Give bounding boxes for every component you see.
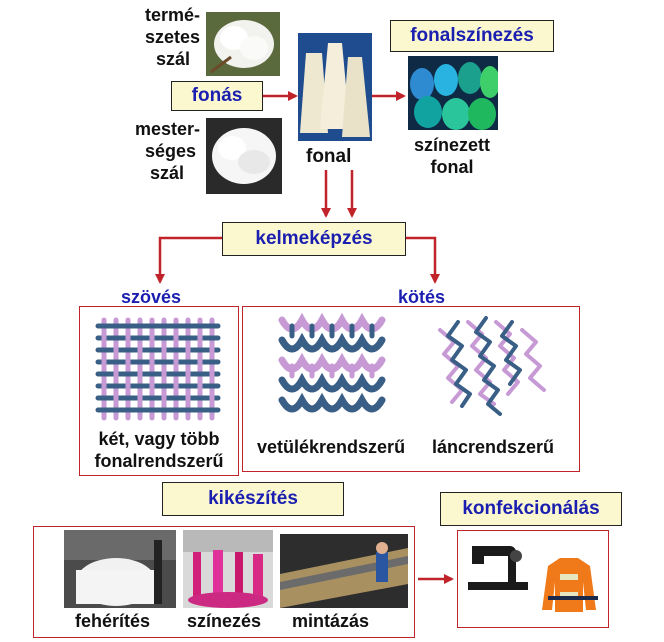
jacket-icon — [542, 558, 598, 612]
sewing-machine-icon — [468, 546, 528, 590]
printing-photo — [280, 534, 408, 608]
yarn-label: fonal — [306, 146, 352, 167]
yarn-cones-photo — [298, 33, 372, 141]
finishing-processes-box — [33, 526, 415, 638]
garment-making-label: konfekcionálás — [462, 498, 600, 519]
weaving-label: szövés — [121, 287, 182, 307]
spinning-label: fonás — [191, 85, 243, 106]
garment-making-box: konfekcionálás — [440, 492, 622, 526]
yarn-dyeing-box: fonalszínezés — [390, 20, 554, 52]
warp-knit-label: láncrendszerű — [432, 437, 555, 457]
bleaching-label: fehérítés — [75, 611, 151, 631]
dyeing-label: színezés — [187, 611, 262, 631]
weft-knit-label: vetülékrendszerű — [257, 437, 406, 457]
weaving-caption: két, vagy több fonalrendszerű — [94, 429, 224, 471]
natural-fiber-label: termé- szetes szál — [144, 5, 200, 69]
synthetic-fiber-photo — [206, 118, 282, 194]
arrow-to-knitting — [405, 236, 440, 284]
cotton-photo — [206, 12, 280, 76]
spinning-box: fonás — [171, 81, 263, 111]
printing-label: mintázás — [292, 611, 370, 631]
dyeing-photo — [183, 530, 273, 608]
knitting-label: kötés — [398, 287, 446, 307]
garment-box — [457, 530, 609, 628]
arrow-to-weaving — [155, 236, 222, 284]
dyed-yarn-photo — [408, 56, 498, 130]
knitting-box — [242, 306, 580, 472]
weaving-box — [79, 306, 239, 476]
bleaching-photo — [64, 530, 176, 608]
fabric-forming-box: kelmeképzés — [222, 222, 406, 256]
finishing-box: kikészítés — [162, 482, 344, 516]
synthetic-fiber-label: mester- séges szál — [134, 119, 200, 183]
yarn-dyeing-label: fonalszínezés — [410, 25, 534, 46]
fabric-forming-label: kelmeképzés — [255, 228, 373, 249]
finishing-label: kikészítés — [208, 488, 298, 509]
dyed-yarn-label: színezett fonal — [413, 135, 491, 177]
